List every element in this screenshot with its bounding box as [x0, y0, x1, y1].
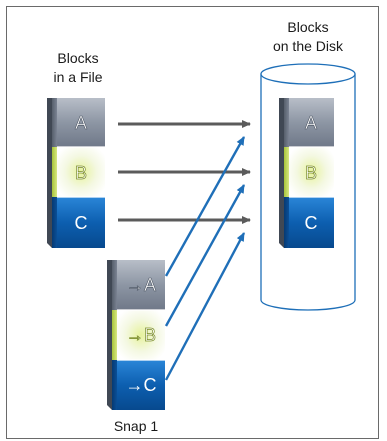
file-block-c-label: C [75, 213, 88, 233]
file-block-stack: A B C [47, 98, 105, 248]
arrow-snap-b-to-disk [164, 184, 246, 327]
disk-label-line1: Blocks [287, 19, 328, 35]
file-block-c [57, 197, 105, 248]
snap-block-b-label: →B [126, 325, 156, 345]
disk-block-a [289, 98, 334, 147]
snap-block-stack: →A →B →C [107, 260, 165, 410]
disk-label-line2: on the Disk [273, 38, 344, 54]
snap-block-c [117, 360, 165, 410]
disk-block-b-label: B [305, 163, 317, 183]
arrow-snap-a-to-disk [164, 136, 246, 277]
disk-block-b [289, 147, 334, 197]
arrow-snap-c-to-disk [164, 232, 246, 381]
disk-block-c-label: C [305, 213, 318, 233]
disk-block-a-label: A [305, 113, 317, 133]
file-block-a [57, 98, 105, 147]
file-label-line2: in a File [53, 69, 102, 85]
snap-block-a [117, 260, 165, 310]
file-label-line1: Blocks [57, 50, 98, 66]
snap-block-c-label: →C [126, 375, 157, 395]
file-block-b-label: B [75, 163, 87, 183]
file-block-a-label: A [75, 113, 87, 133]
disk-block-stack: A B C [279, 98, 334, 248]
disk-block-c [289, 197, 334, 248]
snap-block-a-label: →A [126, 275, 156, 295]
file-block-b [57, 147, 105, 197]
snap-label: Snap 1 [114, 418, 159, 434]
snap-block-b [117, 310, 165, 360]
